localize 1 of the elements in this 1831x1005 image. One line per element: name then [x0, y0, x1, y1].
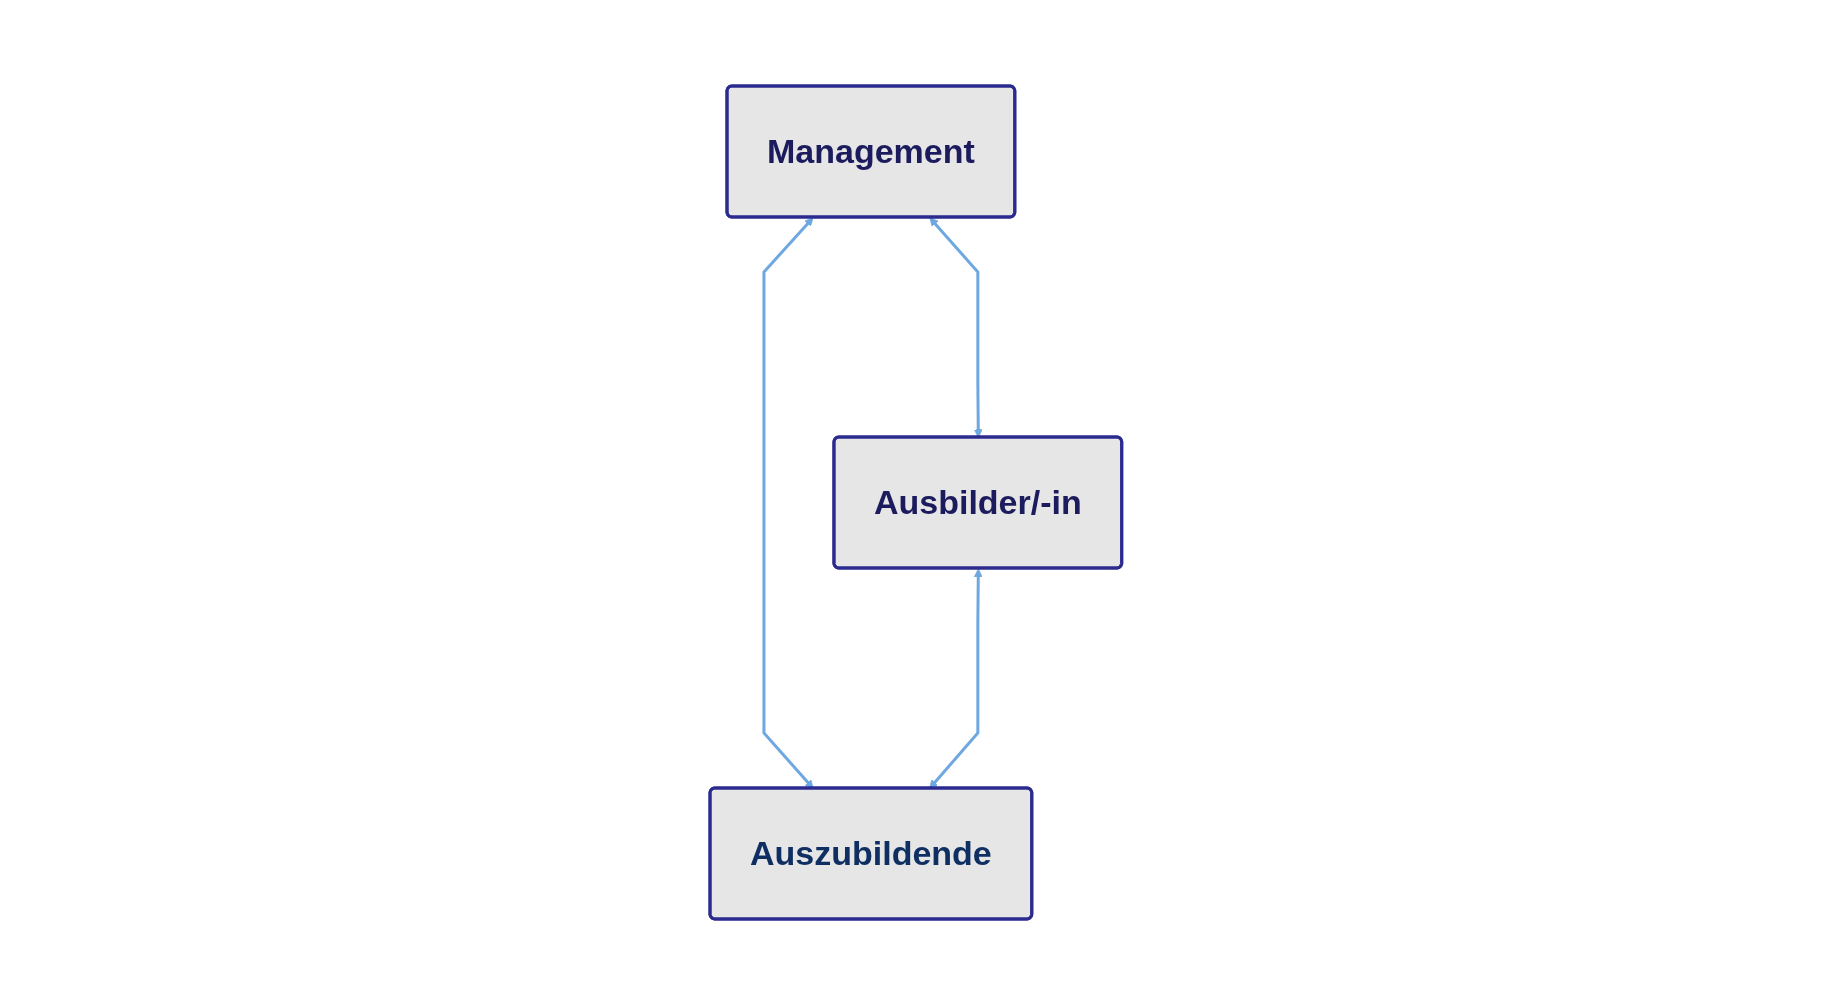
arrow — [929, 217, 983, 438]
